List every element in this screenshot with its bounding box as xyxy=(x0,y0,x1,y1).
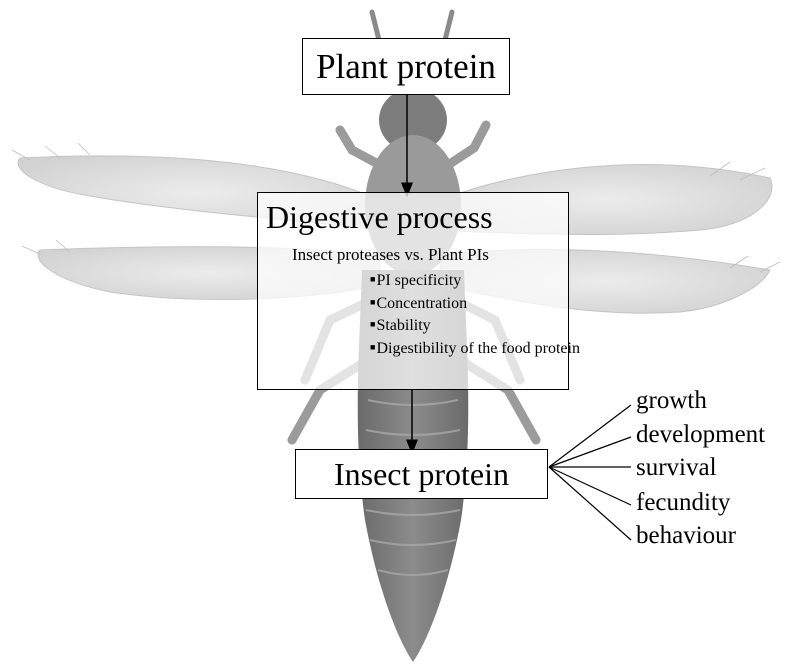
factor-list: ■PI specificity ■Concentration ■Stabilit… xyxy=(370,269,662,359)
square-bullet-icon: ■ xyxy=(370,319,375,329)
square-bullet-icon: ■ xyxy=(370,297,375,307)
digestive-process-title: Digestive process xyxy=(266,199,493,235)
digestive-process-subtitle: Insect proteases vs. Plant PIs xyxy=(292,245,489,265)
factor-item: ■PI specificity xyxy=(370,269,662,292)
factor-item: ■Stability xyxy=(370,314,662,337)
square-bullet-icon: ■ xyxy=(370,274,375,284)
plant-protein-node: Plant protein xyxy=(302,38,510,95)
insect-protein-label: Insect protein xyxy=(334,456,509,493)
factor-item: ■Concentration xyxy=(370,292,662,315)
effect-growth: growth xyxy=(636,386,707,416)
effect-fan-lines xyxy=(549,405,631,540)
plant-protein-label: Plant protein xyxy=(316,47,496,87)
effect-development: development xyxy=(636,420,765,450)
effect-fecundity: fecundity xyxy=(636,488,730,518)
insect-protein-node: Insect protein xyxy=(295,449,548,499)
factor-item: ■Digestibility of the food protein xyxy=(258,337,662,360)
effect-survival: survival xyxy=(636,453,717,483)
square-bullet-icon: ■ xyxy=(370,342,375,352)
effect-behaviour: behaviour xyxy=(636,521,736,551)
digestive-process-node: Digestive process Insect proteases vs. P… xyxy=(257,192,569,390)
